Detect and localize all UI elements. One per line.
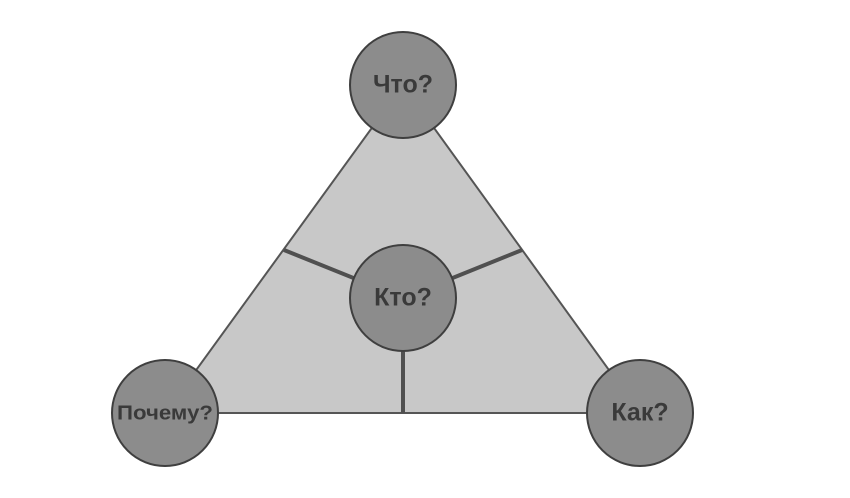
node-top-label: Что? (373, 71, 433, 99)
node-center: Кто? (349, 244, 457, 352)
node-left-label: Почему? (117, 402, 213, 424)
node-center-label: Кто? (374, 284, 432, 312)
node-center-circle (349, 244, 457, 352)
node-left: Почему? (111, 359, 219, 467)
node-right-label: Как? (611, 399, 668, 427)
node-top-circle (349, 31, 457, 139)
node-right-circle (586, 359, 694, 467)
node-right: Как? (586, 359, 694, 467)
node-left-circle (111, 359, 219, 467)
node-top: Что? (349, 31, 457, 139)
